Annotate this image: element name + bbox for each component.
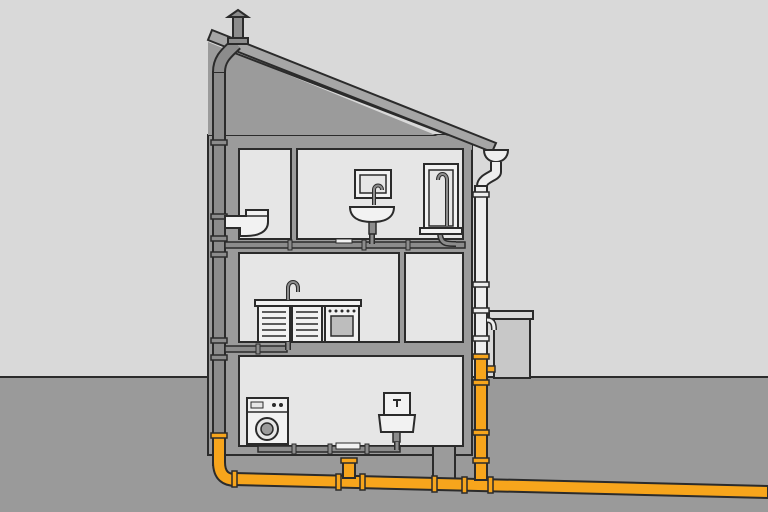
washbasin-icon <box>348 169 396 235</box>
rain-gutter-icon <box>476 149 510 188</box>
middle-branch-pipe <box>224 342 291 355</box>
toilet-icon <box>224 209 269 237</box>
shower-icon <box>419 163 463 235</box>
kitchen-sink-icon <box>254 280 362 343</box>
inspection-shaft-icon <box>488 310 534 379</box>
vent-cap-icon <box>224 8 252 45</box>
main-sewer-pipe <box>210 353 768 500</box>
basement-branch-pipe <box>257 442 401 455</box>
soil-stack-pipe <box>210 38 241 438</box>
room-middle-right <box>404 252 464 343</box>
utility-sink-icon <box>377 392 417 443</box>
washing-machine-icon <box>246 397 289 445</box>
stove-icon <box>324 305 360 343</box>
